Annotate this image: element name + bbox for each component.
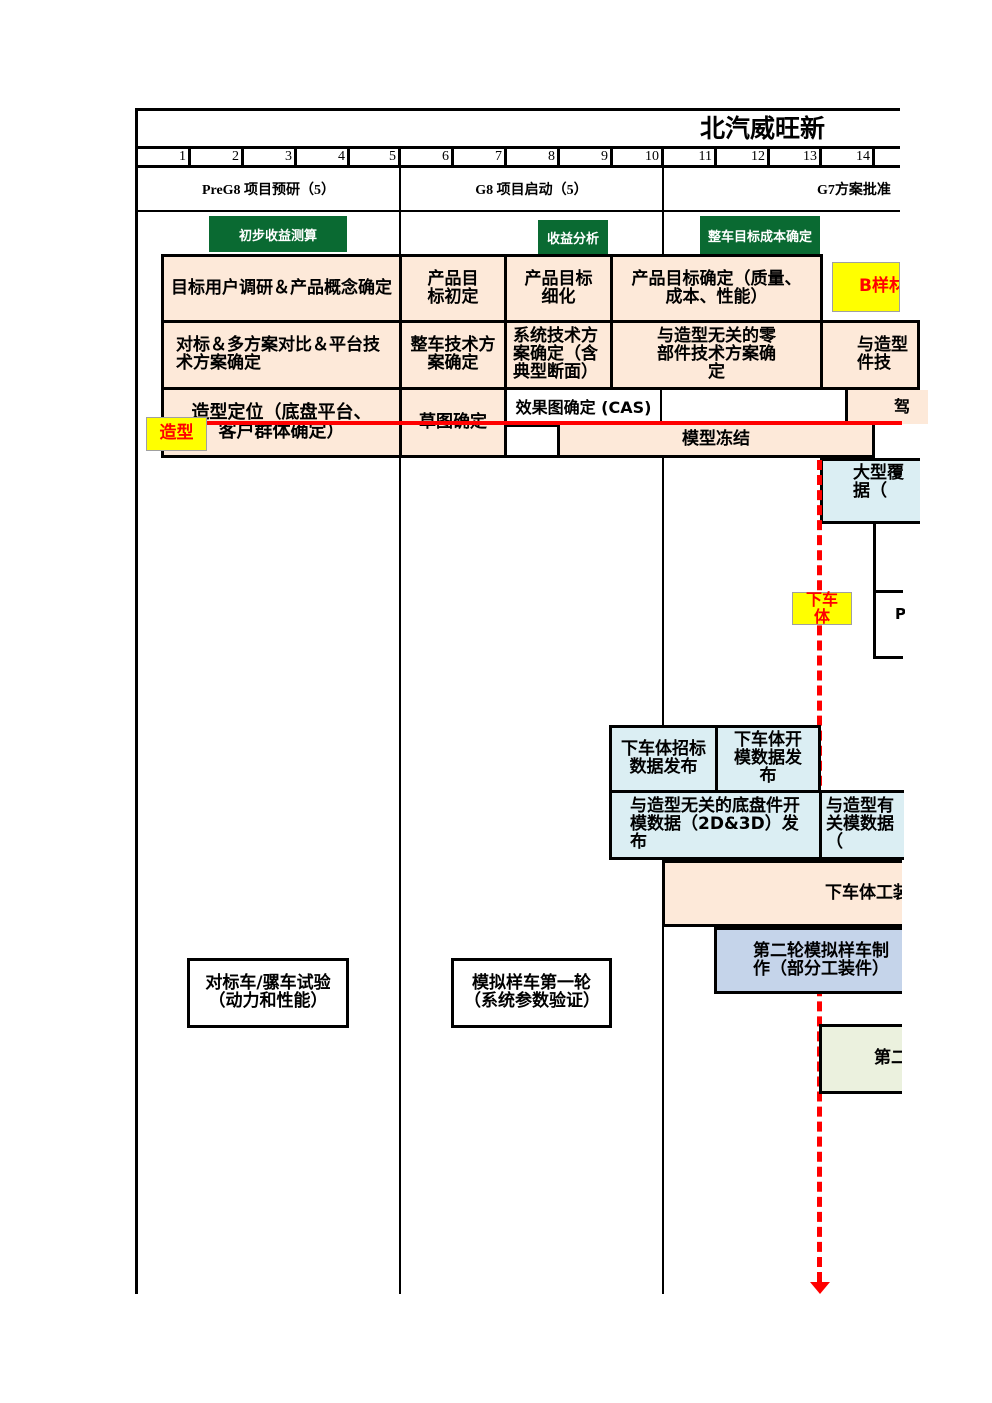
column-number: 9 [560,149,613,165]
task-product-target-confirm: 产品目标确定（质量、成本、性能） [610,254,823,323]
frame-top-border [135,108,900,111]
title-row-bottom [135,146,900,149]
task-styling-related-cut: 与造型有关模数据（ [819,790,904,860]
task-non-styling-parts: 与造型无关的零部件技术方案确定 [610,320,823,390]
task-cut-p: P [895,605,905,623]
column-number: 4 [297,149,350,165]
column-number: 10 [613,149,664,165]
task-system-tech: 系统技术方案确定（含典型断面） [504,320,613,390]
task-rendering: 效果图确定 (CAS) [504,387,663,427]
phase-row-bottom [135,210,900,212]
tag-b-sample: B样材 [832,262,900,312]
milestone-cost-target: 整车目标成本确定 [700,216,820,254]
milestone-income-analysis: 收益分析 [538,220,608,254]
task-product-target-refine: 产品目标细化 [504,254,613,323]
task-second-cut: 第二 [819,1024,902,1094]
column-number: 8 [507,149,560,165]
column-number: 13 [770,149,822,165]
column-number: 7 [454,149,507,165]
arrow-down-icon [810,1282,830,1294]
tag-lower-body: 下车体 [792,591,852,625]
column-number: 5 [350,149,401,165]
phase-separator-1 [399,166,401,1294]
column-number: 3 [244,149,297,165]
column-number: 1 [138,149,191,165]
task-benchmark-test: 对标车/骡车试验（动力和性能） [187,958,349,1028]
styling-milestone-line [175,421,902,425]
bracket-line-mid [873,590,903,593]
task-styling-parts-cut: 与造型件技 [820,320,920,390]
task-large-data-cut: 大型覆据（ [820,458,920,524]
task-benchmark-platform: 对标＆多方案对比＆平台技术方案确定 [161,320,402,390]
page-title: 北汽威旺新 [700,114,826,143]
task-second-sim-sample: 第二轮模拟样车制作（部分工装件） [714,927,902,994]
task-chassis-tooling: 与造型无关的底盘件开模数据（2D&3D）发布 [609,790,822,860]
column-number: 11 [664,149,717,165]
task-lower-body-tooling: 下车体开模数据发布 [715,725,821,793]
task-lower-body-process: 下车体工装 [662,860,902,927]
column-number: 2 [191,149,244,165]
column-number: 6 [401,149,454,165]
empty-cell-small [504,424,560,458]
phase-label-g7: G7方案批准 [817,183,891,198]
column-number: 14 [822,149,875,165]
number-row-bottom [135,165,900,168]
phase-label-preg8: PreG8 项目预研（5） [201,183,336,198]
frame-left-border [135,108,138,1294]
task-product-target-initial: 产品目标初定 [399,254,507,323]
task-first-sim-sample: 模拟样车第一轮（系统参数验证） [451,958,612,1028]
task-model-freeze: 模型冻结 [557,424,875,458]
task-vehicle-tech: 整车技术方案确定 [399,320,507,390]
bracket-line-bottom [873,656,903,659]
task-user-research: 目标用户调研＆产品概念确定 [161,254,402,323]
task-lower-body-bid: 下车体招标数据发布 [609,725,718,793]
phase-label-g8: G8 项目启动（5） [475,183,588,198]
milestone-income-estimate: 初步收益测算 [209,216,347,252]
column-number: 12 [717,149,770,165]
tag-styling: 造型 [146,417,207,451]
task-cut-right-top: 驾 [848,390,928,424]
